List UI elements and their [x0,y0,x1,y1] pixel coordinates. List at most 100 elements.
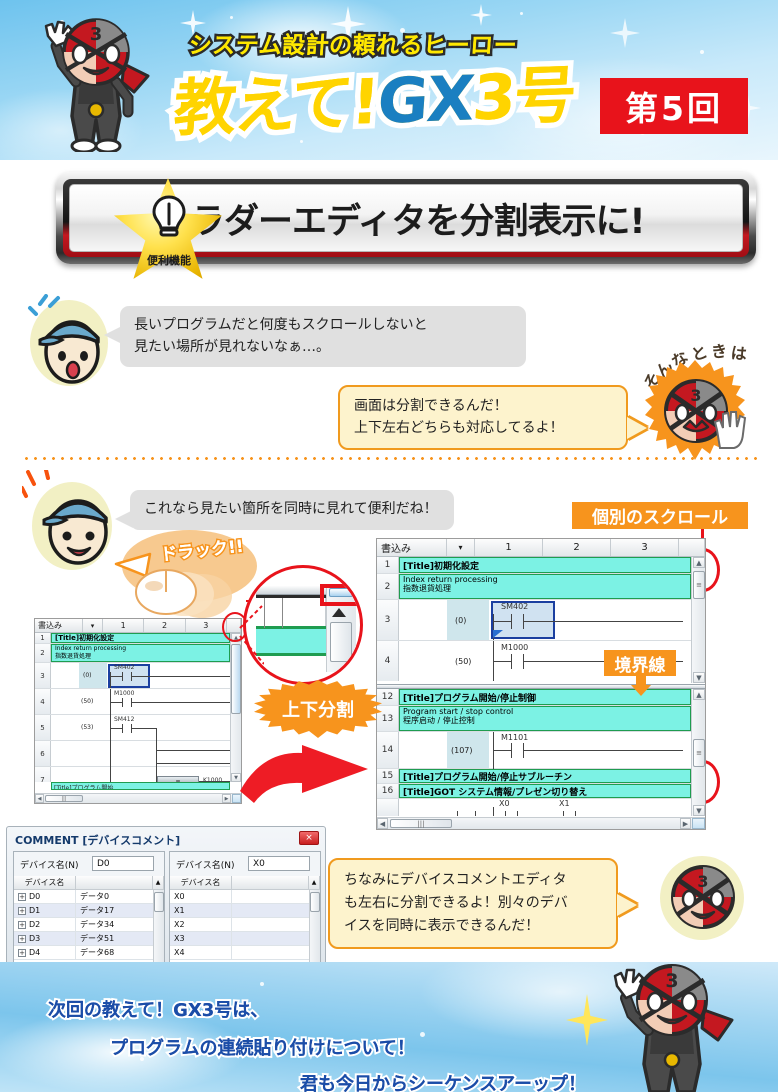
comment-cell[interactable]: データ51 [80,934,115,943]
ladder-main-row[interactable]: 2 Index return processing 指数退貨処理 [377,574,691,600]
ladder-diagram-cell[interactable]: (0) SM402 [399,600,691,640]
comment-editor-left-pane[interactable]: デバイス名(N) D0 デバイス名 ▲ +D0 データ0 +D1 データ17 +… [13,851,165,963]
hscroll-split-handle[interactable] [692,818,705,829]
ladder-main-pane-top[interactable]: 1 [Title]初期化設定 2 Index return processing… [377,557,691,683]
scroll-up-arrow-top[interactable]: ▲ [693,557,705,568]
ladder-main-row[interactable]: 12 [Title]プログラム開始/停止制御 [377,689,691,706]
comment-cell[interactable] [232,890,320,903]
comment-scrollbar-right[interactable] [309,890,320,962]
comment-editor-right-pane[interactable]: デバイス名(N) X0 デバイス名 ▲ X0 X1 X2 X3 [169,851,321,963]
boundary-arrow-down-icon [631,673,651,696]
ladder-diagram-cell[interactable]: (0) SM402 [51,663,230,688]
ladder-small-hscrollbar[interactable]: ◀ ||| ▶ [35,793,241,803]
expand-icon[interactable]: + [18,920,26,929]
table-row[interactable]: +D1 データ17 [14,904,164,918]
table-row[interactable]: +D3 データ51 [14,932,164,946]
ladder-main-hscrollbar[interactable]: ◀ ||| ▶ [377,817,705,829]
scroll-down-arrow-bottom[interactable]: ▼ [693,805,705,816]
scroll-thumb-bottom[interactable]: ≡ [693,739,705,767]
table-row[interactable]: +D2 データ34 [14,918,164,932]
speech-bubble-answer: 画面は分割できるんだ！ 上下左右どちらも対応してるよ！ [338,385,628,451]
table-row[interactable]: X0 [170,890,320,904]
scroll-up-arrow-bottom[interactable]: ▲ [693,689,705,700]
hscroll-thumb[interactable]: ||| [390,819,452,828]
ladder-title-cell: [Title]初期化設定 [399,557,691,573]
ladder-main-row[interactable]: 14 (107) M1101 [377,732,691,769]
table-row[interactable]: X4 [170,946,320,960]
device-name-input-right[interactable]: X0 [248,856,310,871]
hscroll-split-handle-small[interactable] [232,794,241,803]
column-header-comment-left [76,876,153,889]
ladder-diagram-cell[interactable]: = K1000 [51,767,230,782]
device-cell: +D0 [14,890,76,903]
ladder-main-scrollbar-bottom[interactable]: ▲ ≡ ▼ [691,689,705,816]
ladder-main-scrollbar-top[interactable]: ▲ ≡ ▼ [691,557,705,683]
mascot-number: 3 [90,24,103,45]
ladder-small-row[interactable]: 2 Index return processing 指数退貨処理 [35,644,230,663]
expand-icon[interactable]: + [18,934,26,943]
ladder-small-row[interactable]: 4 (50) M1000 [35,689,230,715]
ladder-main-row[interactable]: 13 Program start / stop control 程序启动 / 停… [377,706,691,732]
bubble4-tail [617,894,637,916]
comment-cell[interactable]: データ17 [80,906,115,915]
row-number: 12 [377,689,399,705]
ladder-small-body[interactable]: 1 [Title]初期化設定 2 Index return processing… [35,633,230,782]
ladder-editor-main[interactable]: 書込み ▾ 1 2 3 1 [Title]初期化設定 2 Index retur… [376,538,706,830]
comment-cell[interactable] [232,946,320,959]
header-title-gx: GX [375,61,476,138]
row-number: 3 [377,600,399,640]
scroll-left-arrow-small[interactable]: ◀ [35,794,44,803]
comment-cell[interactable] [232,904,320,917]
ladder-small-row[interactable]: 1 [Title]初期化設定 [35,633,230,644]
ladder-diagram-cell[interactable]: X0 X1 [399,799,691,816]
ladder-small-row[interactable]: 5 (53) SM412 [35,715,230,741]
split-handle-zoomed[interactable] [329,588,353,597]
ladder-small-header-dropdown[interactable]: ▾ [83,619,103,632]
comment-cell[interactable] [232,918,320,931]
scroll-up-arrow-right-table[interactable]: ▲ [309,876,320,889]
table-row[interactable]: X1 [170,904,320,918]
ladder-diagram-cell[interactable]: (50) M1000 [51,689,230,715]
ladder-main-row[interactable]: 3 (0) SM402 [377,600,691,641]
expand-icon[interactable]: + [18,906,26,915]
comment-cell[interactable]: データ34 [80,920,115,929]
comment-scrollbar-left[interactable] [153,890,164,962]
scroll-left-arrow[interactable]: ◀ [377,818,388,829]
table-row[interactable]: X2 [170,918,320,932]
scroll-thumb-top[interactable]: ≡ [693,571,705,599]
split-boundary-line[interactable] [377,684,705,689]
comment-cell[interactable]: データ0 [80,892,110,901]
scroll-down-arrow-top[interactable]: ▼ [693,672,705,683]
ladder-main-row[interactable]: X0 X1 [377,799,691,816]
ladder-diagram-cell[interactable]: (53) SM412 [51,715,230,741]
comment-editor-window[interactable]: COMMENT [デバイスコメント] × デバイス名(N) D0 デバイス名 ▲… [6,826,326,966]
ladder-diagram-cell[interactable]: (107) M1101 [399,732,691,769]
ladder-small-header-col1: 1 [103,619,145,632]
scroll-down-arrow-small[interactable]: ▼ [231,773,241,782]
step-number: (53) [81,724,94,731]
scroll-right-arrow-small[interactable]: ▶ [222,794,231,803]
close-icon[interactable]: × [299,831,319,845]
ladder-small-row[interactable]: 6 [35,741,230,767]
comment-cell[interactable]: データ68 [80,948,115,957]
ladder-main-row[interactable]: 16 [Title]GOT システム情報/プレゼン切り替え [377,784,691,799]
scroll-thumb-small[interactable] [231,644,241,714]
ladder-small-row[interactable]: 3 (0) SM402 [35,663,230,689]
scroll-up-arrow-left-table[interactable]: ▲ [153,876,164,889]
comment-cell[interactable] [232,932,320,945]
table-row[interactable]: X3 [170,932,320,946]
ladder-main-pane-bottom[interactable]: 12 [Title]プログラム開始/停止制御 13 Program start … [377,689,691,816]
expand-icon[interactable]: + [18,892,26,901]
ladder-main-row[interactable]: 15 [Title]プログラム開始/停止サブルーチン [377,769,691,784]
table-row[interactable]: +D0 データ0 [14,890,164,904]
ladder-diagram-cell[interactable] [51,741,230,767]
table-row[interactable]: +D4 データ68 [14,946,164,960]
expand-icon[interactable]: + [18,948,26,957]
ladder-editor-small[interactable]: 書込み ▾ 1 2 3 1 [Title]初期化設定 2 Index retur… [34,618,242,804]
ladder-small-row[interactable]: 7 = K1000 [35,767,230,782]
hscroll-thumb-small[interactable]: ||| [45,795,83,802]
ladder-main-header-dropdown[interactable]: ▾ [447,539,475,556]
scroll-right-arrow[interactable]: ▶ [680,818,691,829]
device-name-input-left[interactable]: D0 [92,856,154,871]
ladder-main-row[interactable]: 1 [Title]初期化設定 [377,557,691,574]
